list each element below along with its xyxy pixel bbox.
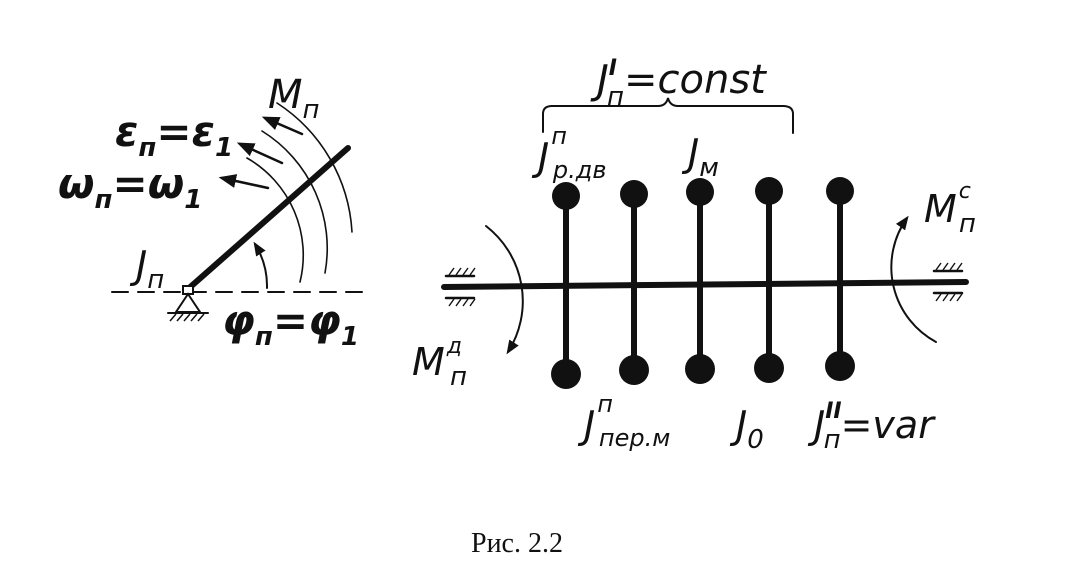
pivot-support — [167, 285, 209, 322]
mass-top-3 — [686, 178, 714, 206]
resist-moment-arrow — [890, 215, 937, 343]
mass-pair-2 — [619, 180, 649, 385]
mass-top-5 — [826, 177, 854, 205]
mass-pair-1 — [551, 182, 581, 389]
right-bearing — [932, 262, 964, 302]
angle-arc-arrow — [253, 241, 269, 289]
inertia-label: Jп — [129, 243, 164, 295]
mass-bottom-4 — [754, 353, 784, 383]
figure-caption: Рис. 2.2 — [471, 528, 563, 559]
mass-bottom-2 — [619, 355, 649, 385]
mass-bottom-3 — [685, 354, 715, 384]
mass-top-1 — [552, 182, 580, 210]
shaft-line — [441, 279, 969, 290]
link-diagram: Mп εп=ε1 ωп=ω1 Jп φп=φ1 — [58, 72, 366, 352]
const-group-brace — [542, 97, 794, 134]
rotation-arc-1 — [246, 157, 305, 283]
mass-bottom-5 — [825, 351, 855, 381]
omega-label: ωп=ω1 — [58, 159, 202, 215]
epsilon-label: εп=ε1 — [115, 107, 233, 163]
omega-arrow — [218, 174, 270, 190]
moment-arrow — [261, 116, 304, 136]
j-0-label: J0 — [729, 403, 764, 455]
j-m-label: Jм — [681, 131, 719, 183]
mass-top-4 — [755, 177, 783, 205]
moment-label: Mп — [268, 72, 320, 125]
mass-pair-4 — [754, 177, 784, 383]
mass-bottom-1 — [551, 359, 581, 389]
mass-pair-3 — [685, 178, 715, 384]
link-rod — [185, 145, 351, 292]
mass-pair-5 — [825, 177, 855, 381]
rotation-arc-3 — [276, 102, 353, 233]
epsilon-arrow — [236, 142, 284, 165]
mass-top-2 — [620, 180, 648, 208]
left-bearing — [444, 267, 476, 307]
phi-label: φп=φ1 — [222, 296, 359, 352]
drive-moment-arrow — [485, 225, 524, 355]
rotation-arc-2 — [261, 130, 328, 274]
